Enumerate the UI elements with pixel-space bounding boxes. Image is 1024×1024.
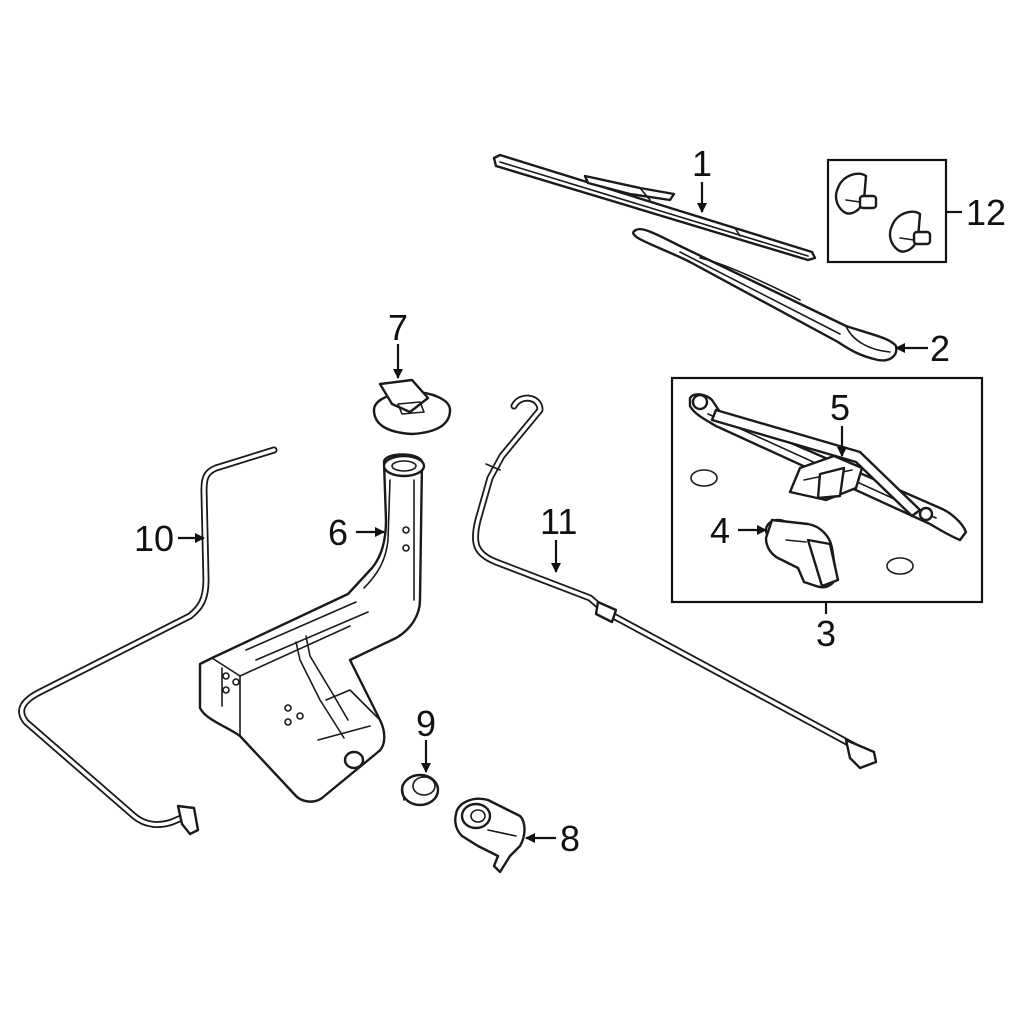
pump-grommet: [400, 773, 440, 807]
washer-hose-left: [18, 446, 278, 836]
callout-12: 12: [966, 192, 1006, 233]
callout-1: 1: [692, 143, 712, 184]
callout-9: 9: [416, 703, 436, 744]
callout-11: 11: [540, 501, 577, 542]
callout-2: 2: [930, 328, 950, 369]
washer-pump: [454, 797, 526, 874]
washer-nozzle-a: [834, 172, 878, 215]
washer-hose-right: [471, 394, 878, 770]
linkage-box: [670, 376, 984, 604]
callout-5: 5: [830, 387, 850, 428]
washer-nozzle-b: [888, 210, 932, 253]
callouts: 1 2 3 4 5 6 7 8 9 10 11 12: [134, 143, 1006, 859]
callout-3: 3: [816, 613, 836, 654]
washer-reservoir: [198, 453, 426, 803]
wiper-motor: [764, 518, 840, 589]
wiper-blade: [492, 153, 817, 262]
callout-10: 10: [134, 518, 174, 559]
reservoir-cap: [372, 378, 452, 436]
callout-6: 6: [328, 512, 348, 553]
callout-7: 7: [388, 307, 408, 348]
wiper-linkage: [688, 393, 968, 542]
callout-4: 4: [710, 510, 730, 551]
callout-8: 8: [560, 818, 580, 859]
wiper-arm: [632, 227, 898, 362]
nozzle-box: [826, 158, 948, 264]
leaders: [178, 182, 962, 843]
